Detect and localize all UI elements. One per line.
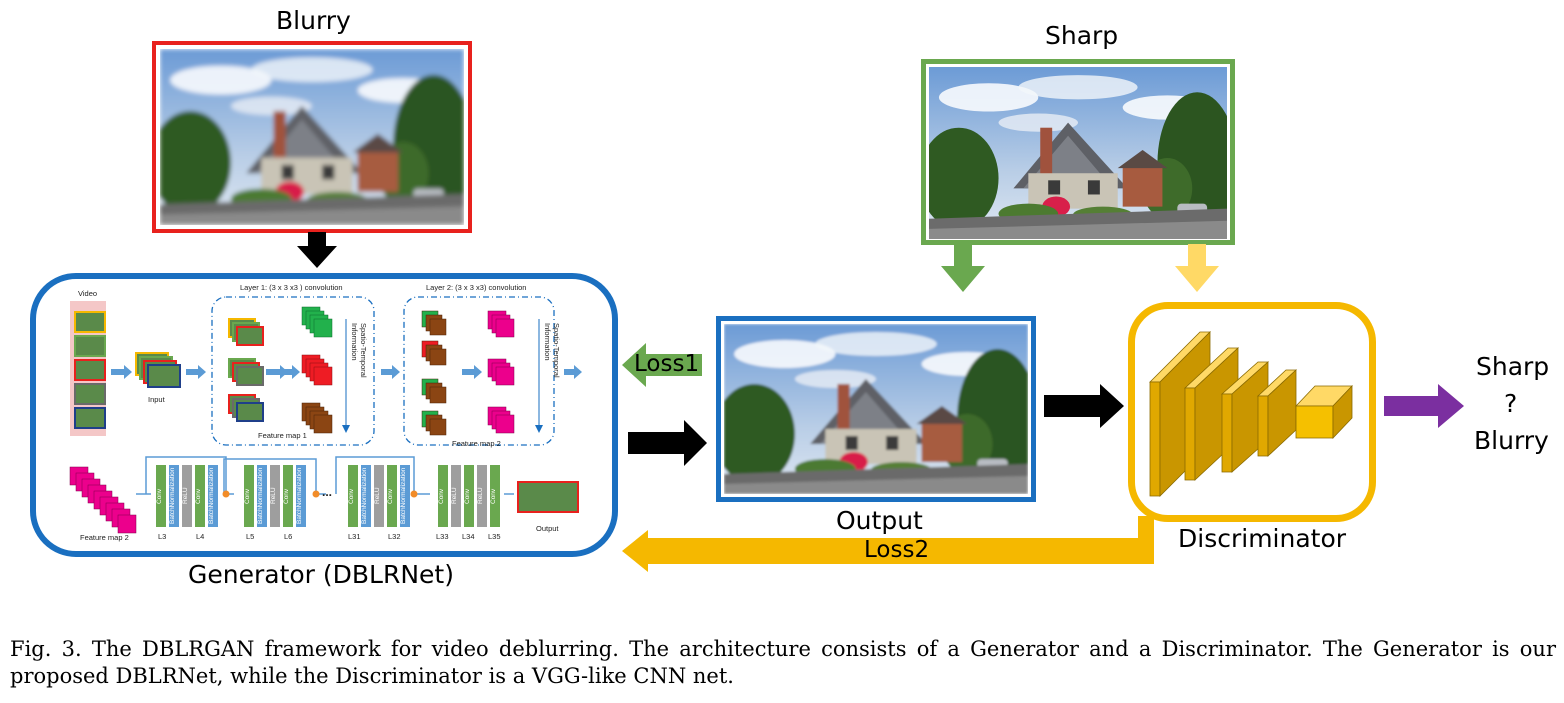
layer-label-L31: L31	[348, 532, 361, 541]
discriminator-box	[1128, 302, 1376, 522]
feature-map2-bottom-label: Feature map 2	[80, 533, 129, 542]
loss1-arrow	[622, 343, 702, 387]
spatio-temporal-label-2: Spatio-Temporal Information	[543, 323, 561, 378]
loss2-label: Loss2	[864, 537, 930, 563]
video-label: Video	[78, 289, 98, 298]
generator-output-label: Output	[536, 524, 559, 533]
generator-diagram: Video	[36, 279, 612, 551]
loss2-arrow	[622, 516, 1154, 572]
down-arrow-sharp-green	[941, 244, 985, 292]
sharp-image-frame	[921, 59, 1235, 245]
down-arrow-sharp-yellow	[1175, 244, 1219, 292]
verdict-sharp: Sharp	[1476, 352, 1550, 381]
generator-title: Generator (DBLRNet)	[188, 560, 454, 589]
loss1-label: Loss1	[634, 351, 700, 377]
layer-label-L3: L3	[158, 532, 167, 541]
layer-label-L5: L5	[246, 532, 255, 541]
spatio-temporal-label-1: Spatio-Temporal Information	[350, 323, 368, 378]
layer-label-L33: L33	[436, 532, 449, 541]
layer-label-L35: L35	[488, 532, 501, 541]
generator-flow-arrows	[69, 296, 582, 534]
blurry-image-frame	[152, 41, 472, 233]
input-label: Input	[148, 395, 165, 404]
sharp-title: Sharp	[1045, 21, 1119, 50]
figure-caption: Fig. 3. The DBLRGAN framework for video …	[10, 637, 1556, 688]
layer-label-L32: L32	[388, 532, 401, 541]
verdict-arrow	[1384, 384, 1464, 428]
arrow-output-to-discriminator	[1044, 384, 1124, 428]
discriminator-title: Discriminator	[1178, 524, 1347, 553]
verdict-question: ?	[1504, 389, 1518, 418]
layer-label-L34: L34	[462, 532, 475, 541]
output-title: Output	[836, 506, 923, 535]
layer2-title: Layer 2: (3 x 3 x3) convolution	[426, 283, 527, 292]
discriminator-vgg-stack	[1149, 331, 1353, 497]
arrow-generator-to-output	[628, 420, 707, 466]
layer-label-L6: L6	[284, 532, 293, 541]
down-arrow-blurry	[297, 232, 337, 268]
layer-label-L4: L4	[196, 532, 205, 541]
feature-map2-label: Feature map 2	[452, 439, 501, 448]
output-image-frame	[716, 316, 1036, 502]
ellipsis-label: ...	[322, 485, 333, 499]
video-strip	[70, 301, 106, 436]
feature-map1-label: Feature map 1	[258, 431, 307, 440]
blurry-title: Blurry	[276, 6, 351, 35]
layer1-title: Layer 1: (3 x 3 x3 ) convolution	[240, 283, 343, 292]
generator-box	[30, 273, 618, 557]
verdict-blurry: Blurry	[1474, 426, 1549, 455]
